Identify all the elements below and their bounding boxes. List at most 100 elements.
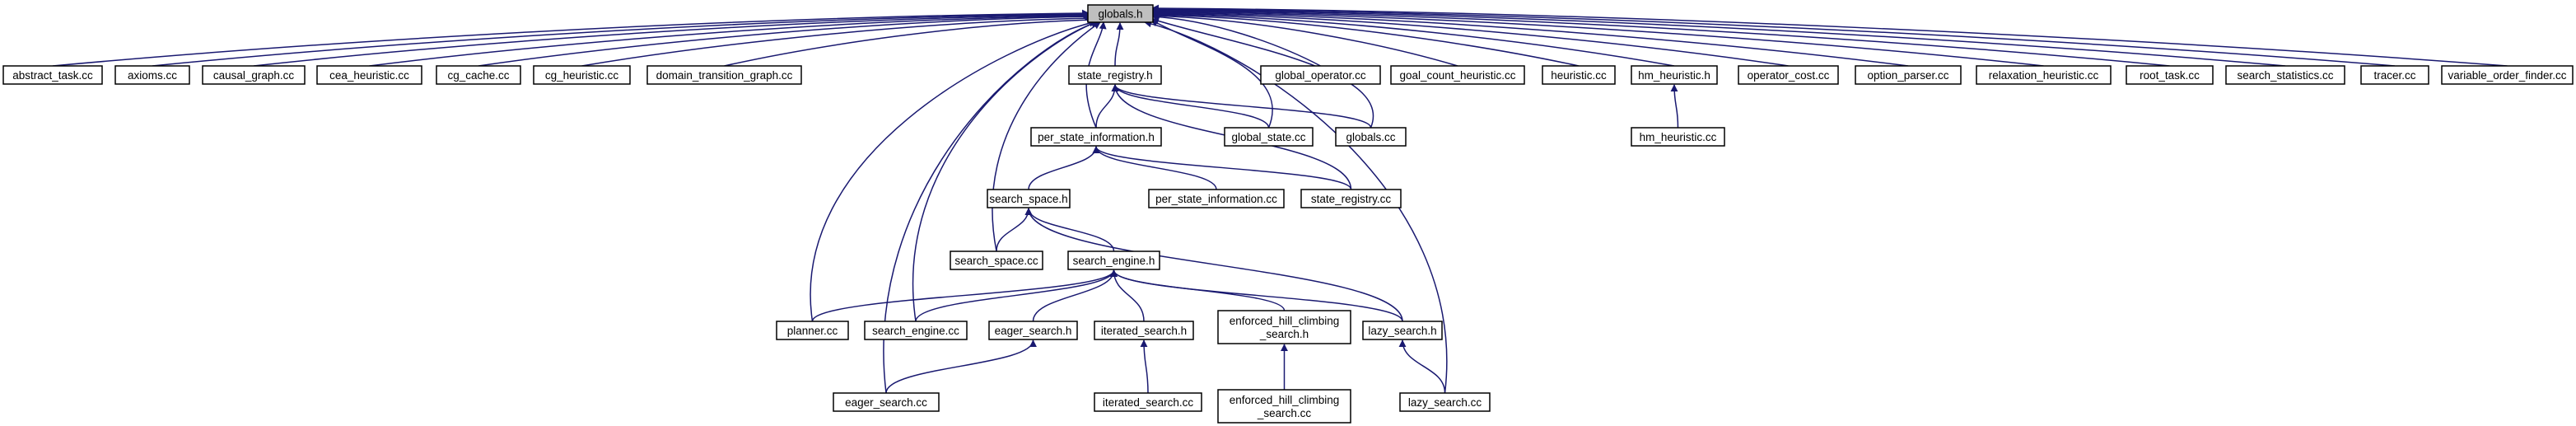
node-cea-heuristic-cc[interactable]: cea_heuristic.cc [316,65,422,85]
node-box [950,250,1043,270]
node-label: cg_heuristic.cc [545,69,619,82]
edge-line [1110,269,1145,322]
node-tracer-cc[interactable]: tracer.cc [2360,65,2429,85]
node-relaxation-heuristic-cc[interactable]: relaxation_heuristic.cc [1976,65,2112,85]
node-box [2441,65,2574,85]
node-box [1335,127,1407,147]
node-label: global_state.cc [1231,131,1305,143]
edge-line [1095,84,1119,129]
node-box [1300,189,1402,208]
edge-lazy-search-cc-to-lazy-search-h [1398,339,1446,394]
node-iterated-search-h[interactable]: iterated_search.h [1094,321,1194,340]
edge-line [1151,6,2286,67]
node-enforced-hill-climbing-search-h[interactable]: enforced_hill_climbing_search.h [1217,310,1351,344]
edge-hm-heuristic-h-to-globals-h [1151,10,1675,67]
edge-goal-count-heuristic-cc-to-globals-h [1151,12,1458,67]
node-goal-count-heuristic-cc[interactable]: goal_count_heuristic.cc [1390,65,1525,85]
edge-line [1151,10,1675,67]
node-box [1855,65,1962,85]
node-hm-heuristic-h[interactable]: hm_heuristic.h [1631,65,1718,85]
node-per-state-information-h[interactable]: per_state_information.h [1030,127,1162,147]
edge-line [52,9,1090,67]
node-lazy-search-cc[interactable]: lazy_search.cc [1399,392,1491,412]
edge-line [1670,84,1679,129]
node-operator-cost-cc[interactable]: operator_cost.cc [1738,65,1839,85]
node-domain-transition-graph-cc[interactable]: domain_transition_graph.cc [646,65,802,85]
edge-line [1111,84,1372,129]
node-label: enforced_hill_climbing [1230,315,1340,327]
node-globals-h[interactable]: globals.h [1087,4,1154,23]
node-box [1362,321,1443,340]
node-search-space-h[interactable]: search_space.h [987,189,1071,208]
node-causal-graph-cc[interactable]: causal_graph.cc [202,65,306,85]
edge-operator-cost-cc-to-globals-h [1151,9,1789,67]
node-eager-search-cc[interactable]: eager_search.cc [833,392,940,412]
edge-per-state-information-cc-to-per-state-information-h [1092,146,1217,190]
edge-line [369,12,1092,67]
edge-line [1151,7,2170,67]
node-variable-order-finder-cc[interactable]: variable_order_finder.cc [2441,65,2574,85]
edge-line [883,20,1099,394]
node-box [2,65,103,85]
edge-line [1151,5,2396,67]
node-label: iterated_search.h [1101,325,1187,337]
node-search-statistics-cc[interactable]: search_statistics.cc [2225,65,2345,85]
node-search-engine-h[interactable]: search_engine.h [1067,250,1160,270]
node-cg-heuristic-cc[interactable]: cg_heuristic.cc [533,65,631,85]
node-cg-cache-cc[interactable]: cg_cache.cc [436,65,521,85]
edge-line [1151,17,1374,129]
node-globals-cc[interactable]: globals.cc [1335,127,1407,147]
node-enforced-hill-climbing-search-cc[interactable]: enforced_hill_climbing_search.cc [1217,389,1351,424]
node-hm-heuristic-cc[interactable]: hm_heuristic.cc [1631,127,1725,147]
node-label: operator_cost.cc [1748,69,1830,82]
edge-line [810,19,1097,322]
node-eager-search-h[interactable]: eager_search.h [988,321,1078,340]
edge-line [1032,269,1118,322]
node-iterated-search-cc[interactable]: iterated_search.cc [1094,392,1202,412]
node-state-registry-cc[interactable]: state_registry.cc [1300,189,1402,208]
node-box [1030,127,1162,147]
node-label: domain_transition_graph.cc [656,69,793,82]
node-root-task-cc[interactable]: root_task.cc [2126,65,2214,85]
node-label: cg_cache.cc [447,69,509,82]
node-box [1260,65,1381,85]
node-abstract-task-cc[interactable]: abstract_task.cc [2,65,103,85]
node-planner-cc[interactable]: planner.cc [776,321,849,340]
node-label: search_space.h [989,193,1067,205]
edge-global-state-cc-to-state-registry-h [1111,84,1270,129]
node-state-registry-h[interactable]: state_registry.h [1068,65,1162,85]
node-search-space-cc[interactable]: search_space.cc [950,250,1043,270]
edge-axioms-cc-to-globals-h [152,10,1090,67]
node-box [1542,65,1616,85]
node-option-parser-cc[interactable]: option_parser.cc [1855,65,1962,85]
node-label: lazy_search.cc [1408,396,1482,409]
edge-search-space-cc-to-search-space-h [996,208,1033,252]
node-box [776,321,849,340]
edge-line [152,10,1090,67]
edge-line [912,20,1099,322]
node-search-engine-cc[interactable]: search_engine.cc [864,321,968,340]
edge-relaxation-heuristic-cc-to-globals-h [1151,7,2044,67]
edge-line [1085,21,1107,129]
edge-cg-heuristic-cc-to-globals-h [581,14,1094,67]
edge-line [581,14,1094,67]
node-label: option_parser.cc [1867,69,1948,82]
edge-line [1024,208,1403,322]
node-global-operator-cc[interactable]: global_operator.cc [1260,65,1381,85]
node-box [1087,4,1154,23]
edge-iterated-search-h-to-search-engine-h [1110,269,1145,322]
node-box [1217,389,1351,424]
node-axioms-cc[interactable]: axioms.cc [114,65,190,85]
node-box [1067,250,1160,270]
node-box [533,65,631,85]
node-per-state-information-cc[interactable]: per_state_information.cc [1148,189,1285,208]
node-global-state-cc[interactable]: global_state.cc [1224,127,1314,147]
node-box [2225,65,2345,85]
node-label: hm_heuristic.cc [1640,131,1717,143]
edge-root-task-cc-to-globals-h [1151,7,2170,67]
node-lazy-search-h[interactable]: lazy_search.h [1362,321,1443,340]
node-heuristic-cc[interactable]: heuristic.cc [1542,65,1616,85]
node-box [114,65,190,85]
edge-line [1151,12,1458,67]
